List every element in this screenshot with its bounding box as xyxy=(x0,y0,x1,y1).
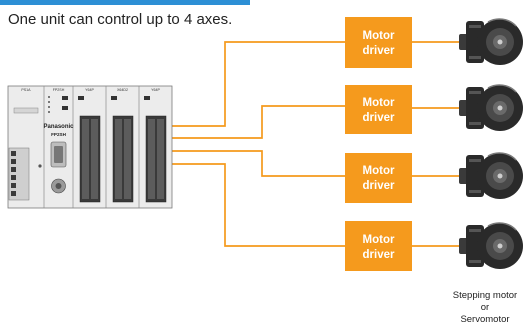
cpu-module: Panasonic FP2SH xyxy=(43,96,74,194)
motor-driver-2: Motor driver xyxy=(345,85,412,134)
motor-icon-2 xyxy=(459,84,523,131)
motor-type-line2: or xyxy=(480,302,490,313)
connection-lines xyxy=(172,41,460,247)
plc-module-label-4: X64D2 xyxy=(117,88,128,92)
motor-icon-1 xyxy=(459,18,523,65)
motor-type-line1: Stepping motor xyxy=(452,290,518,301)
motor-driver-1-label-line2: driver xyxy=(363,45,395,57)
motor-driver-1: Motor driver xyxy=(345,17,412,68)
motor-driver-4-label-line2: driver xyxy=(363,249,395,261)
connection-line-4 xyxy=(172,163,345,247)
power-module xyxy=(8,107,42,201)
connection-line-3 xyxy=(172,150,345,177)
plc-brand-label: Panasonic xyxy=(43,124,74,130)
plc-module-label-1: PS1A xyxy=(21,88,31,92)
diagram-caption: One unit can control up to 4 axes. xyxy=(8,11,233,28)
motor-driver-4-label-line1: Motor xyxy=(363,234,395,246)
plc-module-label-5: Y64P xyxy=(151,88,160,92)
plc-unit: PS1A FP2SH Y64P X64D2 Y64P Panasonic FP2 xyxy=(7,85,173,209)
io-module-2 xyxy=(111,96,134,203)
motor-driver-3-label-line2: driver xyxy=(363,180,395,192)
connection-line-1 xyxy=(172,41,345,127)
motor-driver-4: Motor driver xyxy=(345,221,412,271)
motor-driver-3-label-line1: Motor xyxy=(363,165,395,177)
motor-driver-2-label-line2: driver xyxy=(363,112,395,124)
motor-driver-3: Motor driver xyxy=(345,153,412,203)
connection-line-2 xyxy=(172,105,345,139)
motor-icon-4 xyxy=(459,222,523,269)
motor-type-line3: Servomotor xyxy=(460,314,510,325)
motor-driver-1-label-line1: Motor xyxy=(363,30,395,42)
plc-module-label-3: Y64P xyxy=(85,88,94,92)
motor-type-caption: Stepping motor or Servomotor xyxy=(440,290,530,326)
header-accent-bar xyxy=(0,0,250,5)
motor-driver-2-label-line1: Motor xyxy=(363,97,395,109)
io-module-3 xyxy=(144,96,167,203)
plc-module-label-2: FP2SH xyxy=(53,88,65,92)
plc-model-label: FP2SH xyxy=(51,132,66,137)
io-module-1 xyxy=(78,96,101,203)
motor-icon-3 xyxy=(459,152,523,199)
